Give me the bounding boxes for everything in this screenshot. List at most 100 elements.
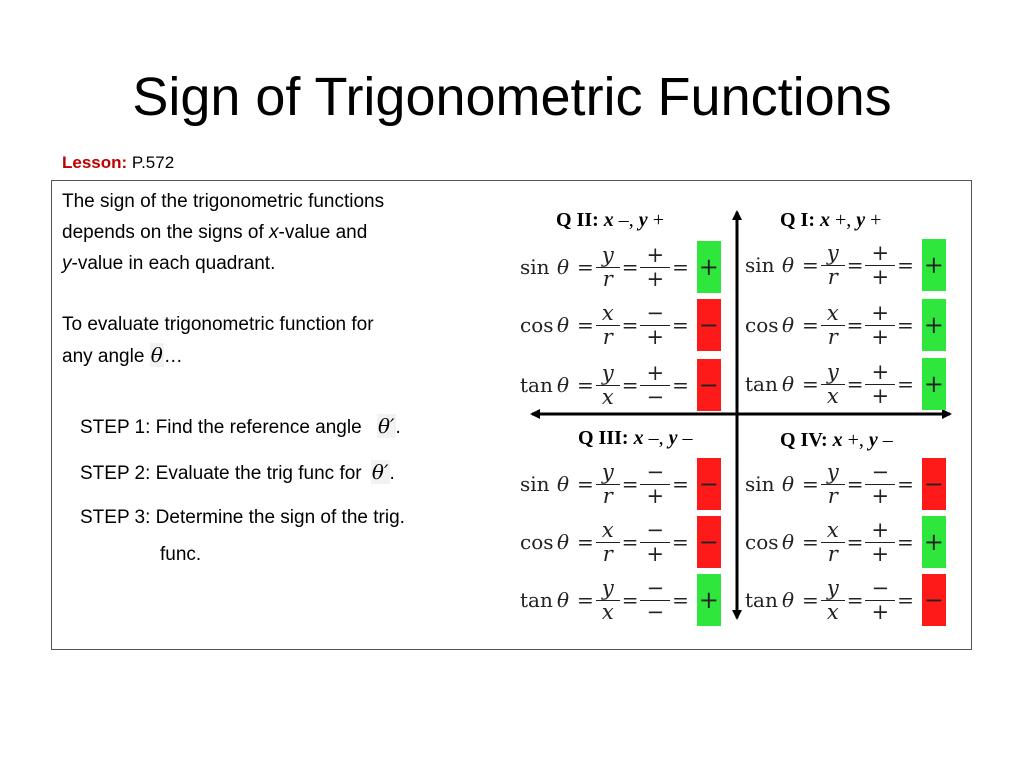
theta-symbol: θ bbox=[557, 530, 570, 554]
equals-sign: = bbox=[672, 255, 689, 279]
equals-sign: = bbox=[672, 530, 689, 554]
equals-sign: = bbox=[846, 372, 864, 396]
intro-line-2: depends on the signs of x-value and bbox=[62, 217, 482, 248]
theta-symbol: θ bbox=[557, 255, 570, 279]
equals-sign: = bbox=[802, 472, 819, 496]
evaluate-paragraph: To evaluate trigonometric function for a… bbox=[62, 309, 482, 372]
function-name: tan bbox=[745, 588, 778, 612]
y-variable: y bbox=[62, 253, 72, 274]
numerator: + bbox=[871, 517, 890, 542]
equals-sign: = bbox=[846, 253, 864, 277]
intro-text: -value in each quadrant. bbox=[71, 253, 276, 274]
numerator: + bbox=[646, 360, 665, 385]
denominator: + bbox=[640, 324, 671, 349]
positive-sign-badge: + bbox=[921, 516, 946, 568]
denominator: + bbox=[865, 599, 896, 624]
lesson-label: Lesson: bbox=[62, 153, 128, 172]
intro-text: depends on the signs of bbox=[62, 222, 270, 243]
page-title: Sign of Trigonometric Functions bbox=[132, 67, 892, 127]
numerator: − bbox=[646, 517, 665, 542]
equals-sign: = bbox=[802, 530, 819, 554]
theta-symbol: θ bbox=[782, 313, 795, 337]
denominator: r bbox=[820, 264, 845, 289]
numerator: y bbox=[826, 240, 839, 265]
denominator: r bbox=[820, 324, 845, 349]
numerator: y bbox=[601, 575, 614, 600]
step-1-text: STEP 1: Find the reference angle bbox=[80, 417, 362, 438]
equals-sign: = bbox=[621, 313, 639, 337]
denominator: r bbox=[820, 483, 845, 508]
denominator: x bbox=[820, 383, 845, 408]
equals-sign: = bbox=[621, 255, 639, 279]
equals-sign: = bbox=[577, 313, 594, 337]
numerator: + bbox=[871, 359, 890, 384]
equals-sign: = bbox=[802, 253, 819, 277]
equals-sign: = bbox=[802, 588, 819, 612]
numerator: − bbox=[646, 575, 665, 600]
quadrant-3-label: Q III: x –, y – bbox=[578, 427, 693, 449]
function-name: cos bbox=[745, 530, 779, 554]
sign-fraction: −+ bbox=[865, 576, 896, 624]
sign-fraction: ++ bbox=[640, 243, 671, 291]
step-2: STEP 2: Evaluate the trig func for θ′. bbox=[80, 459, 395, 487]
equals-sign: = bbox=[846, 588, 864, 612]
equals-sign: = bbox=[802, 313, 819, 337]
denominator: + bbox=[640, 483, 671, 508]
theta-symbol: θ bbox=[782, 253, 795, 277]
intro-paragraph: The sign of the trigonometric functions … bbox=[62, 186, 482, 279]
numerator: − bbox=[646, 300, 665, 325]
negative-sign-badge: − bbox=[921, 574, 946, 626]
function-name: sin bbox=[520, 472, 550, 496]
quadrant-2-label: Q II: x –, y + bbox=[556, 209, 664, 231]
sign-fraction: ++ bbox=[865, 359, 896, 408]
equals-sign: = bbox=[897, 313, 914, 337]
denominator: + bbox=[865, 324, 896, 349]
negative-sign-badge: − bbox=[921, 458, 946, 510]
numerator: x bbox=[826, 517, 839, 542]
quadrant-4-label: Q IV: x +, y – bbox=[780, 429, 893, 451]
step-1-period: . bbox=[395, 417, 401, 438]
sign-fraction: −+ bbox=[640, 460, 671, 508]
denominator: r bbox=[595, 324, 620, 349]
denominator: x bbox=[820, 599, 845, 624]
negative-sign-badge: − bbox=[696, 359, 721, 411]
function-name: tan bbox=[745, 372, 778, 396]
step-1: STEP 1: Find the reference angle θ′. bbox=[80, 413, 401, 441]
theta-symbol: θ bbox=[149, 343, 164, 367]
numerator: y bbox=[601, 242, 614, 267]
function-name: tan bbox=[520, 588, 553, 612]
sign-fraction: −+ bbox=[640, 300, 671, 349]
equals-sign: = bbox=[672, 472, 689, 496]
numerator: + bbox=[871, 300, 890, 325]
numerator: x bbox=[601, 300, 614, 325]
evaluate-line-2: any angle θ… bbox=[62, 340, 482, 372]
theta-symbol: θ bbox=[782, 530, 795, 554]
positive-sign-badge: + bbox=[696, 574, 721, 626]
positive-sign-badge: + bbox=[921, 239, 946, 291]
reference-angle-symbol: θ′ bbox=[370, 460, 390, 484]
function-name: sin bbox=[745, 472, 775, 496]
denominator: r bbox=[595, 266, 620, 291]
numerator: − bbox=[871, 459, 890, 484]
numerator: x bbox=[601, 517, 614, 542]
numerator: y bbox=[826, 359, 839, 384]
equals-sign: = bbox=[621, 373, 639, 397]
equals-sign: = bbox=[897, 472, 914, 496]
lesson-page: P.572 bbox=[131, 153, 175, 172]
sign-fraction: ++ bbox=[865, 300, 896, 349]
